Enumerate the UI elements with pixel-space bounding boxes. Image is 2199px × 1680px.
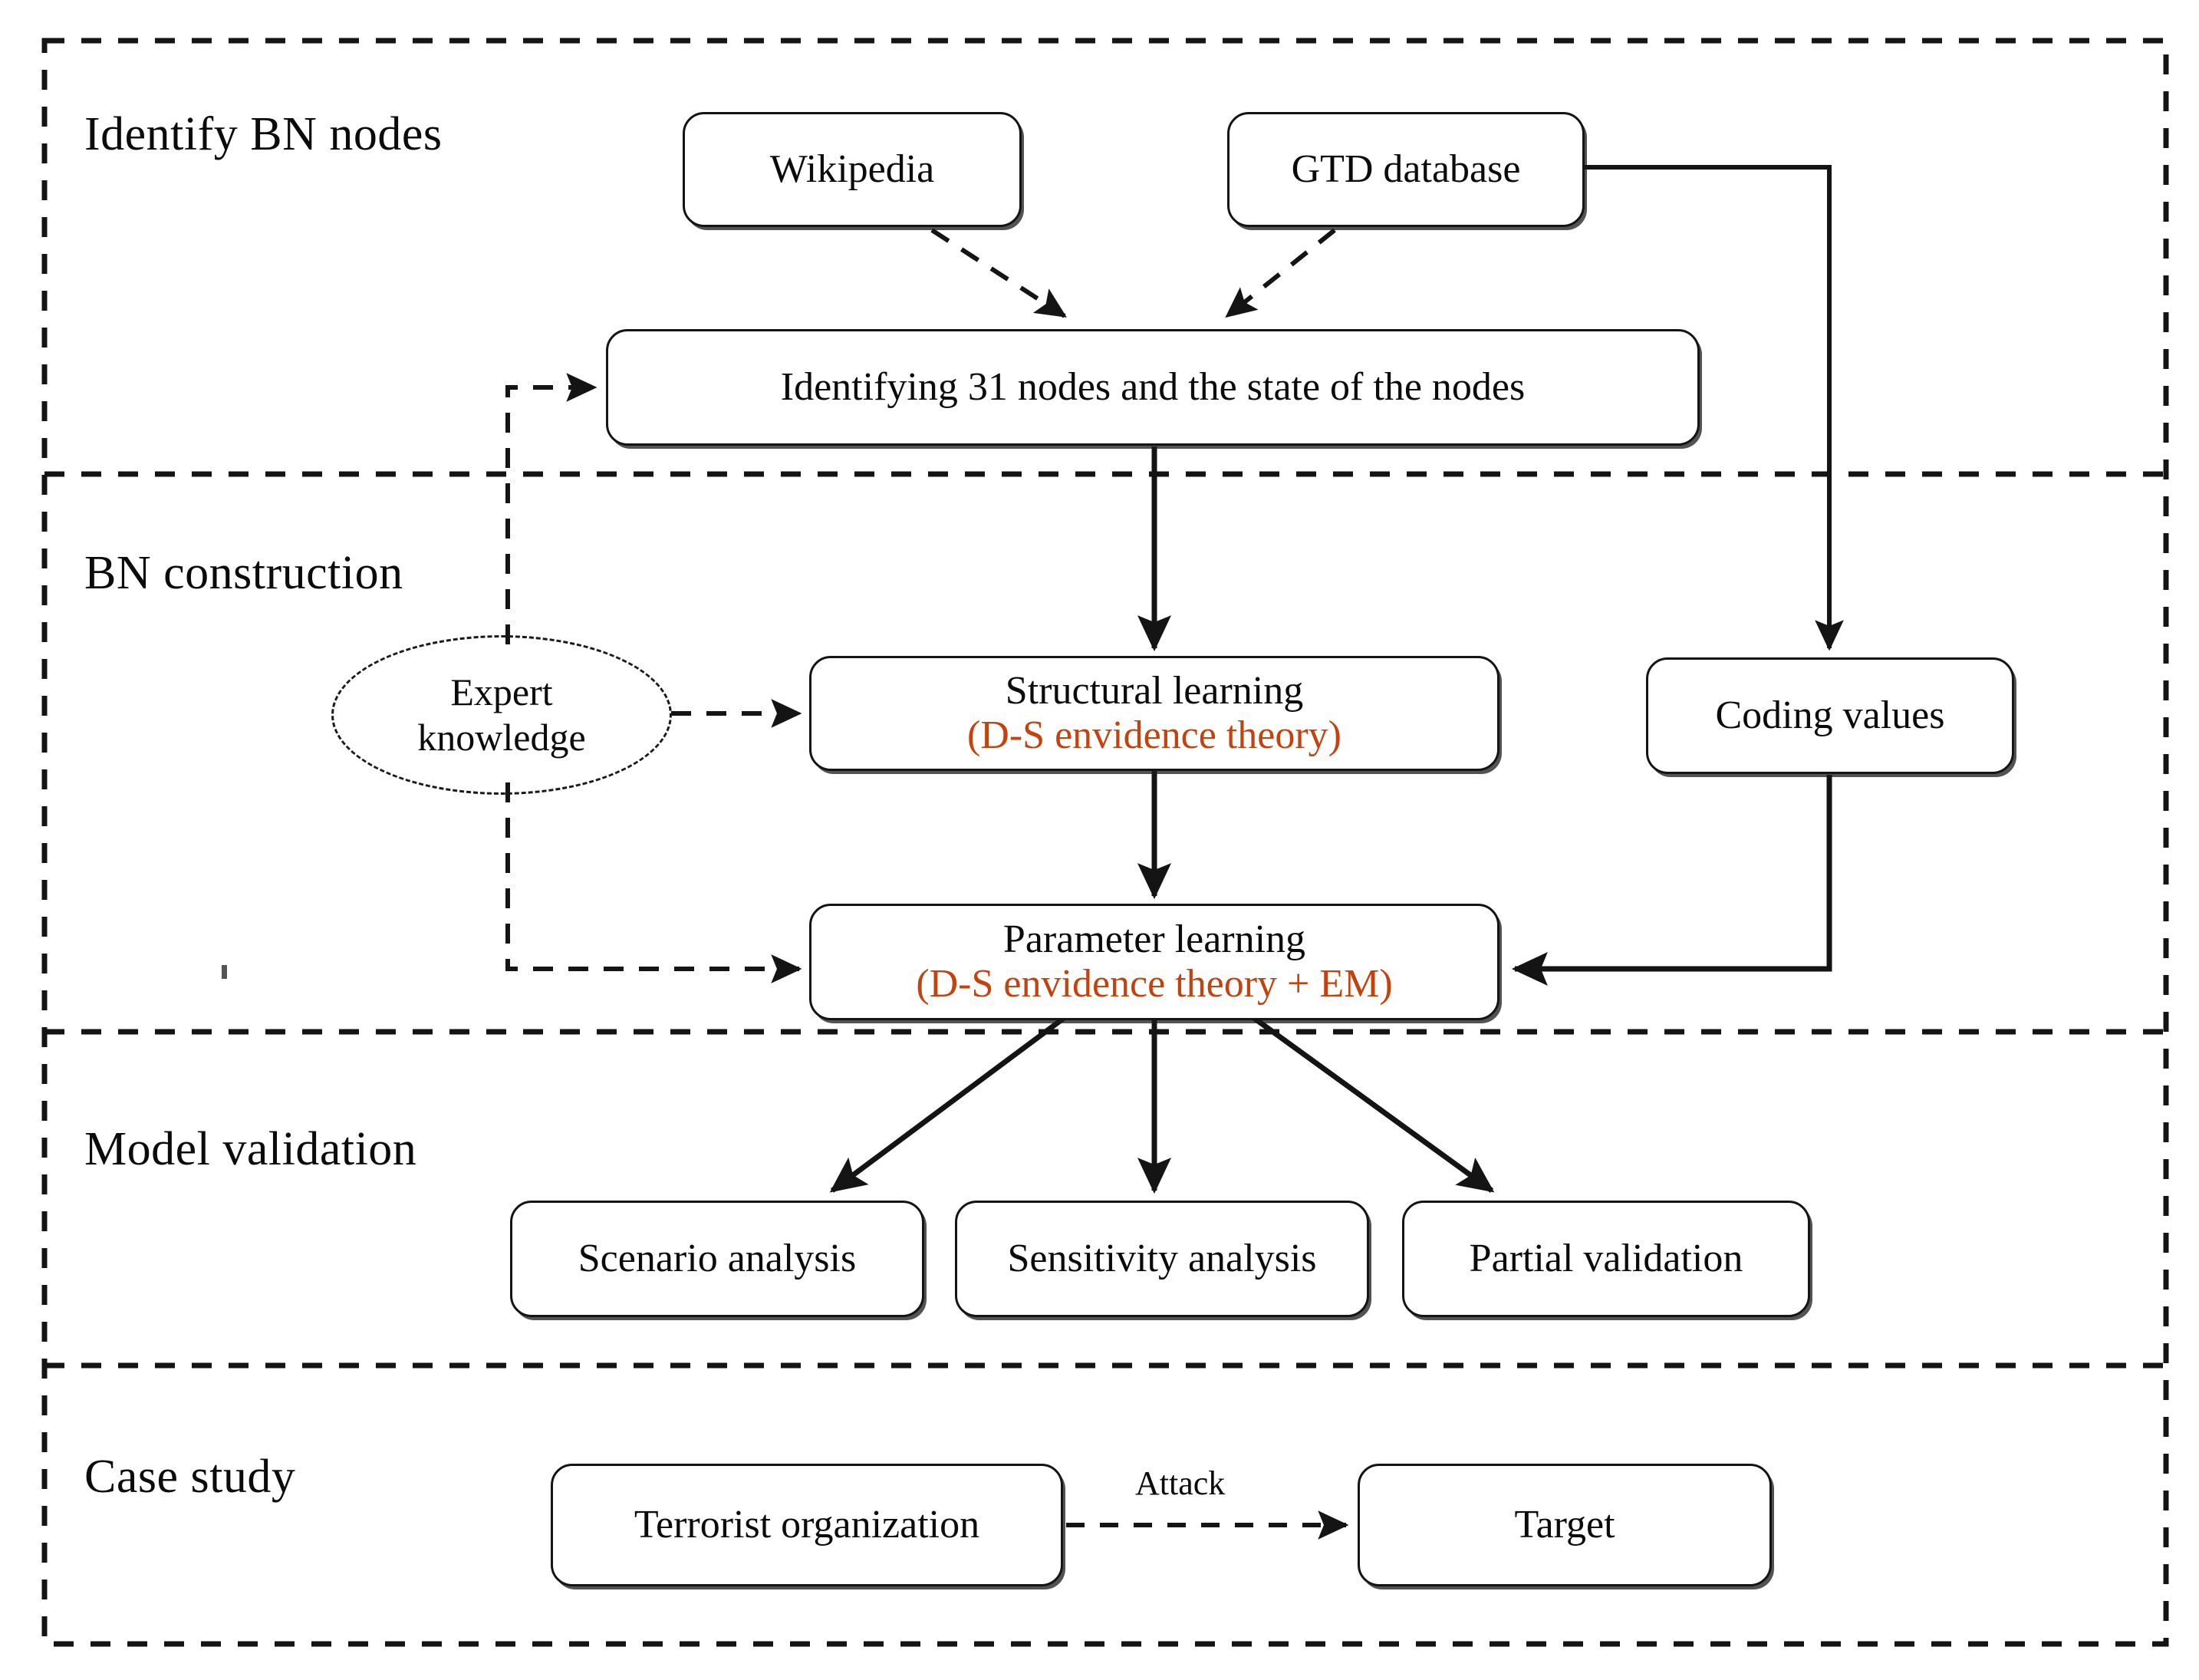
- outer-frame: [41, 38, 2169, 1647]
- node-terrorist-organization[interactable]: Terrorist organization: [551, 1464, 1063, 1586]
- node-scenario-analysis[interactable]: Scenario analysis: [510, 1201, 924, 1317]
- section-title-model-validation: Model validation: [84, 1123, 417, 1175]
- node-coding-values-label: Coding values: [1715, 693, 1945, 737]
- node-structural-learning-method: (D-S envidence theory): [966, 713, 1342, 757]
- node-expert-knowledge-line2: knowledge: [417, 716, 586, 759]
- node-terrorist-organization-label: Terrorist organization: [634, 1502, 980, 1547]
- node-parameter-learning[interactable]: Parameter learning (D-S envidence theory…: [809, 904, 1499, 1020]
- section-title-identify-bn-nodes: Identify BN nodes: [84, 108, 443, 160]
- section-title-case-study: Case study: [84, 1451, 296, 1503]
- node-coding-values[interactable]: Coding values: [1646, 657, 2014, 774]
- node-partial-validation[interactable]: Partial validation: [1402, 1201, 1810, 1317]
- edge-expert-to-identifying: [505, 373, 597, 644]
- node-sensitivity-analysis-label: Sensitivity analysis: [1007, 1236, 1317, 1280]
- node-scenario-analysis-label: Scenario analysis: [578, 1236, 857, 1280]
- node-identifying-nodes[interactable]: Identifying 31 nodes and the state of th…: [606, 329, 1700, 446]
- node-wikipedia-label: Wikipedia: [769, 147, 935, 191]
- node-parameter-learning-title: Parameter learning: [1002, 917, 1306, 961]
- node-gtd-database[interactable]: GTD database: [1227, 112, 1585, 227]
- node-wikipedia[interactable]: Wikipedia: [683, 112, 1022, 227]
- node-parameter-learning-method: (D-S envidence theory + EM): [916, 962, 1393, 1006]
- edge-expert-to-parameter: [505, 782, 802, 983]
- node-partial-validation-label: Partial validation: [1469, 1236, 1743, 1280]
- node-sensitivity-analysis[interactable]: Sensitivity analysis: [955, 1201, 1369, 1317]
- edge-wikipedia-to-identifying: [930, 228, 1067, 318]
- node-identifying-nodes-label: Identifying 31 nodes and the state of th…: [780, 364, 1526, 409]
- edge-label-attack: Attack: [1135, 1464, 1226, 1502]
- scan-speck: [222, 965, 227, 979]
- node-expert-knowledge[interactable]: Expert knowledge: [331, 635, 672, 795]
- edge-coding-values-to-parameter: [1511, 775, 1832, 987]
- node-expert-knowledge-line1: Expert: [450, 670, 553, 713]
- edge-gtd-to-identifying: [1225, 228, 1336, 318]
- node-target-label: Target: [1514, 1502, 1615, 1547]
- edge-parameter-to-scenario: [829, 1014, 1068, 1193]
- node-structural-learning[interactable]: Structural learning (D-S envidence theor…: [809, 656, 1499, 771]
- node-target[interactable]: Target: [1358, 1464, 1772, 1586]
- node-structural-learning-title: Structural learning: [1005, 668, 1304, 713]
- edge-gtd-to-coding-values: [1584, 165, 1844, 651]
- node-gtd-database-label: GTD database: [1291, 147, 1521, 191]
- section-title-bn-construction: BN construction: [84, 547, 403, 599]
- edge-parameter-to-partial: [1249, 1014, 1495, 1193]
